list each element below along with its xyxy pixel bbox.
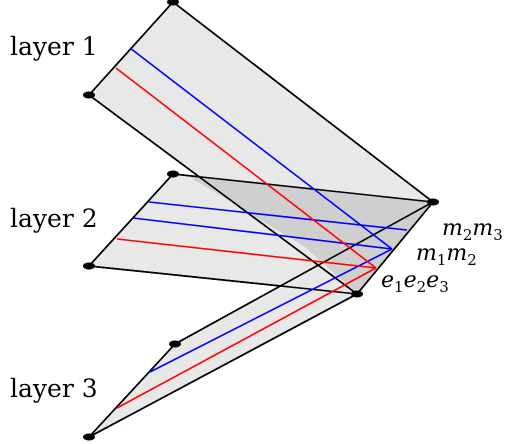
e1e2e3-label: e1e2e3 [381,268,449,296]
layer-2-label: layer 2 [10,204,98,233]
layer-1-label: layer 1 [10,32,98,61]
e1e2e3-b: e [404,268,417,293]
m2m3-label: m2m3 [442,216,503,244]
m1m2-a: m [416,241,437,266]
m1m2-b-sub: 2 [467,251,477,269]
m2m3-b-sub: 3 [493,226,503,244]
e1e2e3-c: e [426,268,439,293]
m2m3-a-sub: 2 [463,226,473,244]
e1e2e3-a: e [381,268,394,293]
vertex-dots [83,0,439,441]
m1m2-b: m [446,241,467,266]
red-paths [115,67,377,409]
layer-3-label: layer 3 [10,374,98,403]
e1e2e3-b-sub: 2 [417,278,427,296]
m1m2-a-sub: 1 [437,251,447,269]
e1e2e3-a-sub: 1 [394,278,404,296]
m2m3-a: m [442,216,463,241]
m1m2-label: m1m2 [416,241,477,269]
blue-paths [129,47,408,373]
e1e2e3-c-sub: 3 [439,278,449,296]
m2m3-b: m [472,216,493,241]
